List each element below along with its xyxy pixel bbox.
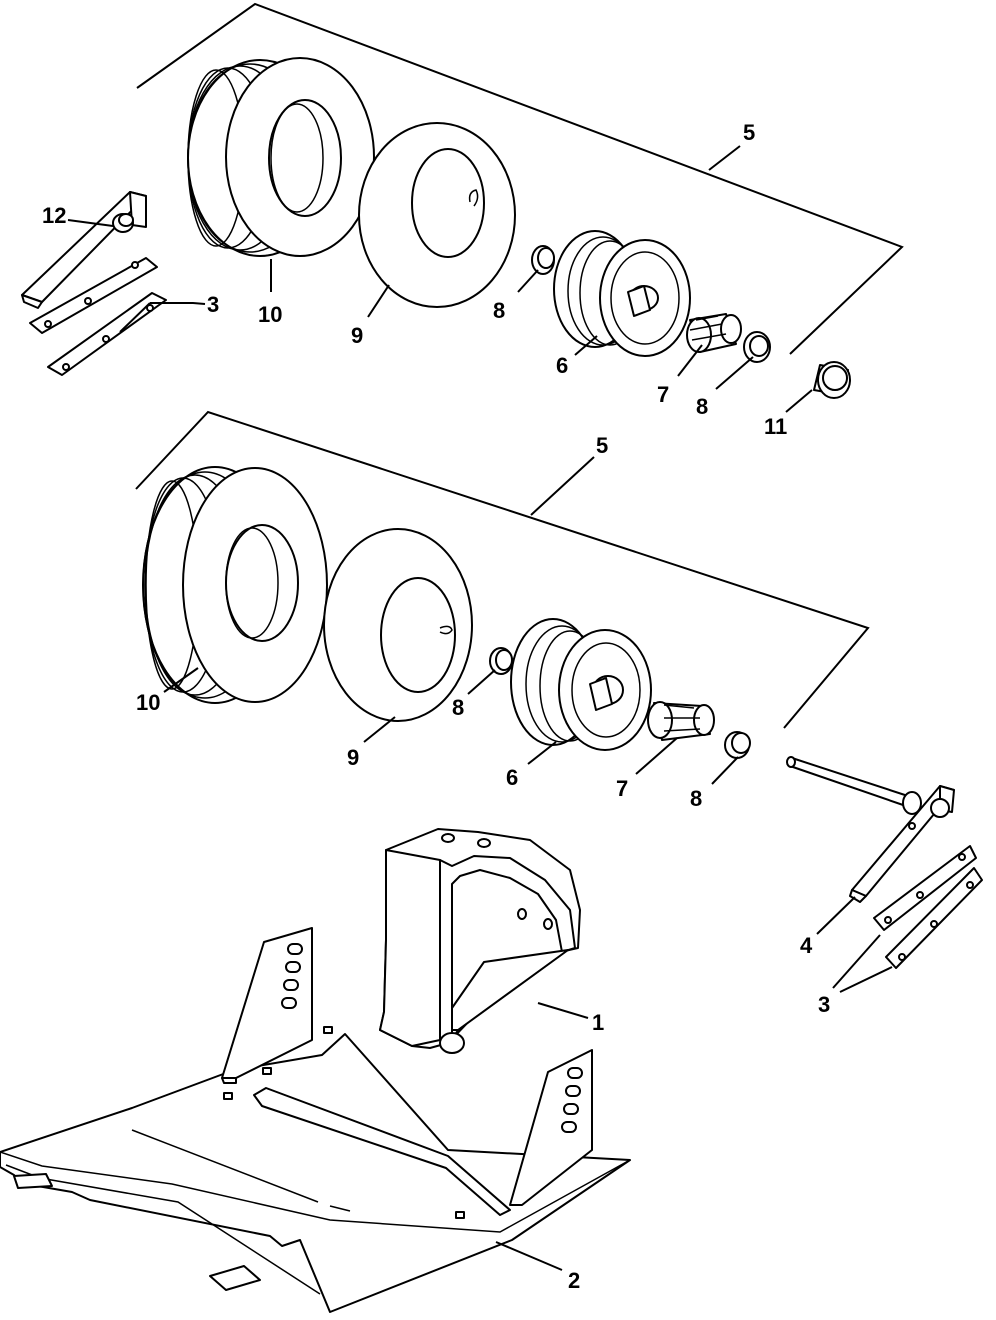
bottom-callout-base-plate: 2	[568, 1268, 580, 1293]
top-bushing	[813, 361, 851, 399]
middle-bearing	[647, 701, 715, 741]
top-callout-tube: 9	[351, 323, 363, 348]
middle-assembly-bracket	[135, 410, 870, 729]
top-assembly-bracket	[136, 2, 904, 355]
middle-callout-spacer-left: 8	[452, 695, 464, 720]
middle-callout-plates: 3	[818, 992, 830, 1017]
middle-callout-tube: 9	[347, 745, 359, 770]
yoke	[379, 828, 581, 1054]
top-tire	[187, 57, 375, 257]
top-bracket	[21, 191, 147, 309]
right-upright	[509, 1049, 593, 1206]
bottom-callout-yoke: 1	[592, 1010, 604, 1035]
top-rim	[553, 230, 691, 357]
top-callout-bracket: 12	[42, 203, 66, 228]
top-tube	[358, 122, 516, 308]
top-callout-bushing: 11	[764, 414, 787, 439]
top-wheel-assembly: 5 12 3 10 9 8 6 7 8 11	[21, 2, 904, 439]
top-callout-assembly: 5	[743, 120, 755, 145]
top-tube-valve-icon	[468, 189, 479, 207]
top-callout-bearing: 7	[657, 382, 669, 407]
top-callout-rim: 6	[556, 353, 568, 378]
middle-bracket	[849, 785, 955, 903]
middle-callout-assembly: 5	[596, 433, 608, 458]
top-plates	[29, 257, 167, 376]
top-callout-spacer-right: 8	[696, 394, 708, 419]
top-callout-tire: 10	[258, 302, 282, 327]
middle-spacer-left	[489, 647, 513, 675]
top-spacer-right	[743, 331, 771, 363]
middle-rim	[510, 618, 652, 751]
top-bearing	[686, 313, 742, 353]
top-callout-plates: 3	[207, 292, 219, 317]
top-spacer-left	[531, 245, 555, 275]
top-callout-spacer-left: 8	[493, 298, 505, 323]
middle-callout-rim: 6	[506, 765, 518, 790]
left-upright	[221, 927, 313, 1084]
middle-callout-bearing: 7	[616, 776, 628, 801]
middle-plates	[873, 845, 983, 969]
middle-wheel-assembly: 5 10 9 8 6 7 8 4 3	[135, 410, 983, 1017]
base-plate	[0, 1026, 631, 1313]
middle-callout-bracket: 4	[800, 933, 813, 958]
middle-callout-tire: 10	[136, 690, 160, 715]
middle-spacer-right	[724, 731, 751, 759]
middle-axle	[786, 756, 922, 815]
middle-tube	[323, 528, 473, 722]
middle-tube-valve-icon	[439, 625, 453, 635]
bottom-assembly: 1 2	[0, 828, 631, 1313]
middle-tire	[142, 466, 328, 704]
middle-callout-spacer-right: 8	[690, 786, 702, 811]
